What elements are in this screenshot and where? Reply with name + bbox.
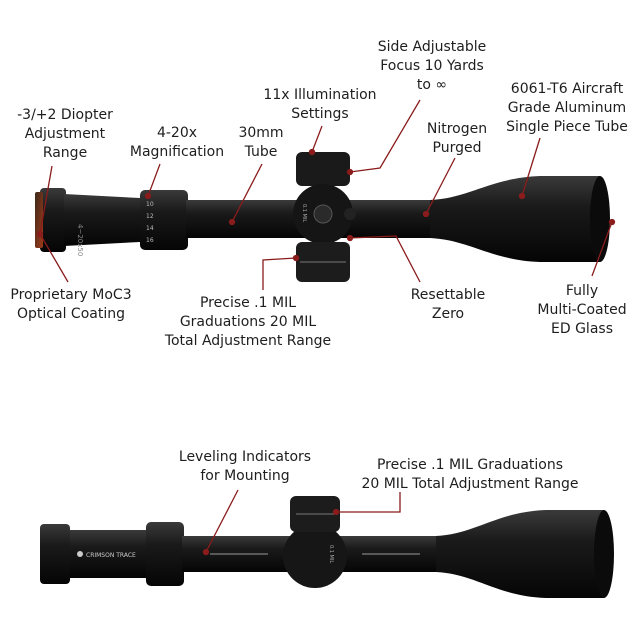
- objective-bell: [436, 510, 604, 598]
- elevation-turret-top: [296, 152, 350, 186]
- ring-number: 16: [146, 237, 154, 244]
- label-graduations-bottom: Precise .1 MIL Graduations 20 MIL Total …: [361, 457, 579, 492]
- brand-icon: [313, 204, 333, 224]
- label-nitrogen: Nitrogen Purged: [426, 121, 488, 156]
- objective-end: [594, 510, 614, 598]
- magnification-ring: [140, 190, 188, 250]
- label-zero: Resettable Zero: [410, 287, 486, 322]
- ring-number: 12: [146, 213, 154, 220]
- label-graduations-top: Precise .1 MIL Graduations 20 MIL Total …: [164, 295, 332, 349]
- label-glass: Fully Multi-Coated ED Glass: [537, 283, 627, 337]
- eyepiece: [40, 524, 70, 584]
- label-side-focus: Side Adjustable Focus 10 Yards to ∞: [377, 39, 487, 93]
- leader-lines-bottom: [202, 489, 401, 556]
- scope-top-view: 4~20x50 10 12 14 16 0.1 MIL: [35, 152, 610, 282]
- magnification-ring: [146, 522, 184, 586]
- mag-ring-marking: 4~20x50: [76, 224, 84, 256]
- ocular-lens: [35, 192, 43, 248]
- brand-marking: CRIMSON TRACE: [86, 552, 136, 559]
- label-diopter: -3/+2 Diopter Adjustment Range: [17, 107, 113, 161]
- side-focus-knob: [344, 208, 356, 220]
- label-illumination: 11x Illumination Settings: [263, 87, 377, 122]
- ring-number: 10: [146, 201, 154, 208]
- objective-end: [590, 176, 610, 262]
- eyepiece: [40, 188, 66, 252]
- turret-marking: 0.1 MIL: [301, 204, 307, 222]
- leader-lines-top: [36, 99, 616, 290]
- ring-number: 14: [146, 225, 154, 232]
- label-leveling: Leveling Indicators for Mounting: [178, 449, 312, 484]
- label-aluminum: 6061-T6 Aircraft Grade Aluminum Single P…: [506, 81, 628, 135]
- brand-logo-icon: [77, 551, 83, 557]
- ocular-housing: [64, 194, 140, 246]
- label-magnification: 4-20x Magnification: [129, 125, 225, 160]
- turret-housing: [283, 524, 347, 588]
- objective-bell: [430, 176, 600, 262]
- scope-bottom-view: CRIMSON TRACE 0.1 MIL: [40, 496, 614, 598]
- label-coating: Proprietary MoC3 Optical Coating: [10, 287, 132, 322]
- label-tube-size: 30mm Tube: [238, 125, 284, 160]
- turret-marking: 0.1 MIL: [328, 545, 334, 563]
